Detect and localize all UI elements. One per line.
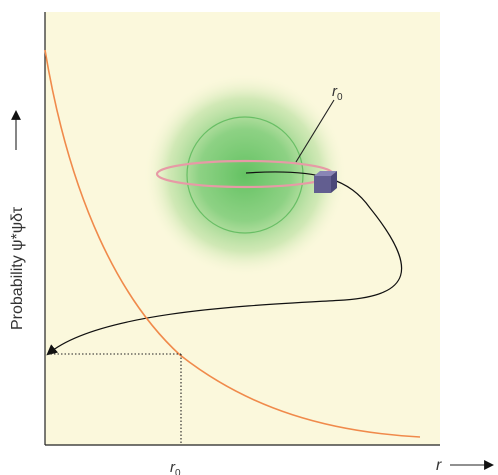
x-tick-label: r0	[170, 459, 181, 475]
radius-callout-label: r0	[332, 83, 343, 103]
radius-callout-line	[295, 99, 335, 163]
y-axis-label: Probability ψ*ψδτ	[9, 206, 26, 330]
box-icon	[314, 171, 337, 193]
probability-curve	[44, 49, 421, 438]
electron-cloud	[143, 73, 347, 277]
x-axis-label: r	[436, 457, 442, 474]
inner-sphere	[186, 116, 304, 234]
curved-arrow	[46, 171, 403, 356]
